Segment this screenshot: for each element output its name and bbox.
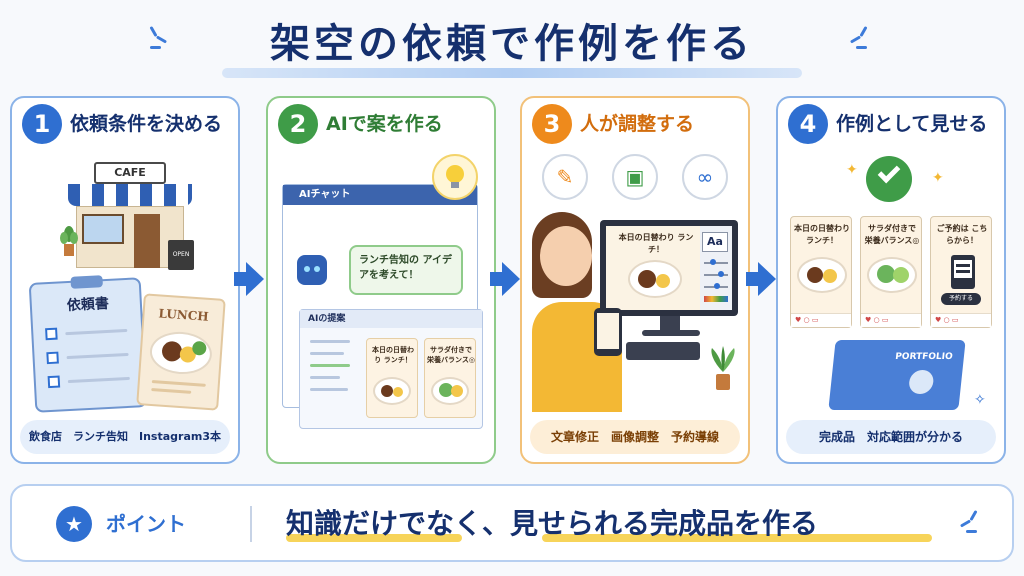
- lunch-menu: LUNCH: [136, 293, 226, 411]
- robot-icon: [297, 255, 327, 285]
- qr-phone-icon: [951, 255, 975, 289]
- checklist-item: [46, 347, 137, 366]
- step-number: 2: [278, 104, 318, 144]
- step-footer: 文章修正 画像調整 予約導線: [530, 420, 740, 454]
- checklist-item: [47, 371, 139, 390]
- step-number: 1: [22, 104, 62, 144]
- document-title: 依頼書: [66, 295, 110, 315]
- cafe-sign: CAFE: [94, 162, 166, 184]
- post-text: ご予約は こちらから！: [936, 224, 988, 245]
- screen-text: 本日の日替わり ランチ！: [618, 233, 694, 254]
- sparkle-icon: [149, 25, 172, 54]
- ai-proposal: AIの提案 本日の日替わり ランチ！ サラダ付きで 栄養バランス◎: [299, 309, 483, 429]
- portfolio-label: PORTFOLIO: [894, 352, 954, 362]
- monitor-stand: [660, 316, 680, 332]
- step-footer: 飲食店 ランチ告知 Instagram3本: [20, 420, 230, 454]
- highlight-underline: [286, 534, 462, 542]
- reserve-button: 予約する: [941, 293, 981, 305]
- header: 架空の依頼で作例を作る: [0, 6, 1024, 86]
- checklist-item: [45, 324, 136, 343]
- step-illustration: AIチャット ランチ告知の アイデアを考えて！ AIの提案 本日の日替わり ラン…: [278, 154, 484, 429]
- cafe-door: [134, 214, 160, 268]
- idea-card: サラダ付きで 栄養バランス◎: [424, 338, 476, 418]
- divider: [250, 506, 252, 542]
- keyboard: [626, 342, 700, 360]
- monitor-base: [642, 330, 700, 336]
- point-label: ポイント: [106, 512, 186, 536]
- post-text: 本日の日替わり ランチ！: [794, 224, 850, 245]
- title-underline: [222, 68, 802, 78]
- request-document: 依頼書: [28, 275, 148, 413]
- font-sample: Aa: [702, 232, 728, 252]
- sparkle-icon: ✦: [846, 162, 858, 178]
- monitor: 本日の日替わり ランチ！ Aa: [600, 220, 738, 316]
- post-text: サラダ付きで 栄養バランス◎: [864, 224, 920, 245]
- idea-card: 本日の日替わり ランチ！: [366, 338, 418, 418]
- post-actions: ♥ ○ ▭: [791, 313, 851, 327]
- open-board: OPEN: [168, 240, 194, 270]
- step-card-1: 1 依頼条件を決める CAFE OPEN 依頼書 LUNCH: [10, 96, 240, 464]
- ai-chat-window: AIチャット ランチ告知の アイデアを考えて！ AIの提案 本日の日替わり ラン…: [282, 184, 483, 429]
- step-label: 作例として見せる: [836, 113, 988, 135]
- step-card-3: 3 人が調整する ✎ ▣ ∞ 本日の日替わり ランチ！ Aa: [520, 96, 750, 464]
- lightbulb-icon: [432, 154, 478, 200]
- step-illustration: CAFE OPEN 依頼書 LUNCH: [22, 154, 228, 413]
- sparkle-icon: ✧: [974, 392, 986, 408]
- plate-icon: [148, 329, 214, 377]
- step-number: 4: [788, 104, 828, 144]
- instagram-post: ご予約は こちらから！ 予約する ♥ ○ ▭: [930, 216, 992, 328]
- instagram-post: サラダ付きで 栄養バランス◎ ♥ ○ ▭: [860, 216, 922, 328]
- point-text: 知識だけでなく、見せられる完成品を作る: [286, 507, 819, 540]
- smartphone: [594, 308, 622, 356]
- post-actions: ♥ ○ ▭: [861, 313, 921, 327]
- star-icon: ★: [56, 506, 92, 542]
- chat-title: AIチャット: [283, 185, 477, 205]
- image-icon: ▣: [612, 154, 658, 200]
- step-illustration: ✦ ✦ 本日の日替わり ランチ！ ♥ ○ ▭ サラダ付きで 栄養バランス◎ ♥ …: [788, 154, 994, 412]
- avatar-icon: [908, 370, 935, 394]
- page-title: 架空の依頼で作例を作る: [270, 21, 754, 67]
- cafe-awning: [68, 184, 192, 206]
- step-card-2: 2 AIで案を作る AIチャット ランチ告知の アイデアを考えて！ AIの提案 …: [266, 96, 496, 464]
- clip-icon: [70, 275, 103, 289]
- plant-icon: [60, 226, 78, 256]
- cafe-window: [82, 214, 124, 244]
- step-label: 人が調整する: [580, 113, 695, 135]
- proposal-title: AIの提案: [300, 310, 482, 328]
- step-footer: 完成品 対応範囲が分かる: [786, 420, 996, 454]
- idea-text: サラダ付きで 栄養バランス◎: [427, 346, 475, 364]
- instagram-post: 本日の日替わり ランチ！ ♥ ○ ▭: [790, 216, 852, 328]
- checkmark-icon: [866, 156, 912, 202]
- chat-message: ランチ告知の アイデアを考えて！: [349, 245, 463, 295]
- step-card-4: 4 作例として見せる ✦ ✦ 本日の日替わり ランチ！ ♥ ○ ▭ サラダ付きで…: [776, 96, 1006, 464]
- link-icon: ∞: [682, 154, 728, 200]
- point-box: ★ ポイント 知識だけでなく、見せられる完成品を作る: [10, 484, 1014, 562]
- sparkle-icon: [848, 25, 870, 54]
- arrow-right-icon: [490, 262, 520, 296]
- idea-text: 本日の日替わり ランチ！: [372, 346, 414, 364]
- portfolio-book: PORTFOLIO: [828, 340, 966, 410]
- plant-icon: [711, 346, 735, 390]
- highlight-underline: [542, 534, 932, 542]
- step-number: 3: [532, 104, 572, 144]
- post-actions: ♥ ○ ▭: [931, 313, 991, 327]
- step-illustration: ✎ ▣ ∞ 本日の日替わり ランチ！ Aa: [532, 154, 738, 412]
- sparkle-icon: [958, 509, 980, 538]
- step-label: AIで案を作る: [326, 113, 443, 135]
- step-label: 依頼条件を決める: [70, 113, 223, 135]
- menu-title: LUNCH: [158, 306, 210, 324]
- cafe-illustration: CAFE OPEN: [64, 162, 194, 270]
- sparkle-icon: ✦: [932, 170, 944, 186]
- arrow-right-icon: [746, 262, 776, 296]
- person-head: [540, 226, 592, 286]
- arrow-right-icon: [234, 262, 264, 296]
- monitor-screen: 本日の日替わり ランチ！ Aa: [606, 226, 732, 310]
- pencil-icon: ✎: [542, 154, 588, 200]
